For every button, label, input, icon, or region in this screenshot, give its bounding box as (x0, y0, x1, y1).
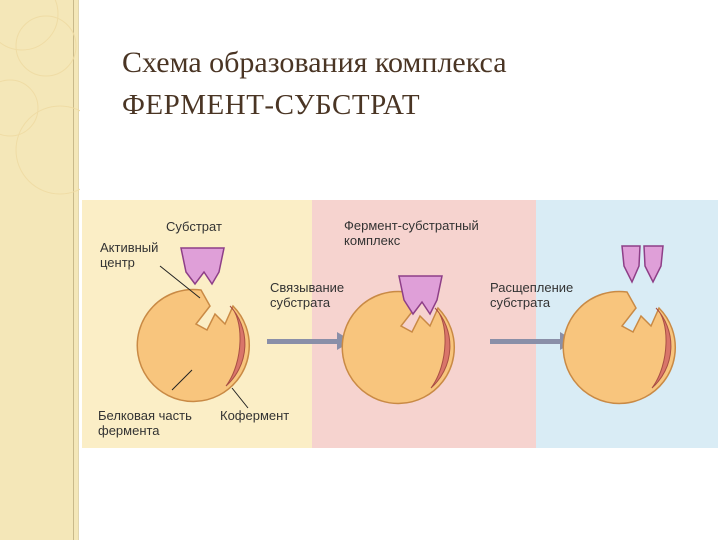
label-complex: Фермент-субстратный комплекс (344, 218, 479, 248)
label-protein-part: Белковая часть фермента (98, 408, 192, 438)
enzyme-substrate-diagram: Субстрат Активный центр Связывание субст… (82, 200, 718, 448)
coenzyme-2 (430, 307, 451, 389)
slide-title: Схема образования комплекса ФЕРМЕНТ-СУБС… (122, 42, 702, 126)
coenzyme-1 (225, 305, 246, 387)
label-substrate: Субстрат (166, 219, 222, 234)
label-active-center: Активный центр (100, 240, 159, 270)
label-binding: Связывание субстрата (270, 280, 345, 310)
active-center-pointer (159, 265, 201, 299)
protein-part-pointer (171, 369, 193, 391)
title-line-2: ФЕРМЕНТ-СУБСТРАТ (122, 89, 421, 121)
enzyme-stage-2 (341, 275, 456, 405)
coenzyme-3 (651, 307, 672, 389)
label-cleavage: Расщепление субстрата (490, 280, 574, 310)
panel-3-bg (536, 200, 718, 448)
enzyme-body-2 (341, 290, 456, 405)
slide-side-band (0, 0, 78, 540)
label-coenzyme: Кофермент (220, 408, 290, 423)
substrate-fragment-right (643, 245, 664, 284)
side-band-border (73, 0, 74, 540)
enzyme-body-3 (562, 290, 677, 405)
enzyme-stage-1 (136, 288, 251, 403)
substrate-2-bound (398, 275, 443, 316)
side-band-border-outer (78, 0, 79, 540)
diagram-graphics (82, 200, 718, 448)
decorative-circles (0, 0, 80, 195)
enzyme-body-1 (136, 288, 251, 403)
title-line-1: Схема образования комплекса (122, 46, 507, 79)
substrate-1 (180, 247, 225, 286)
substrate-fragment-left (621, 245, 641, 284)
enzyme-stage-3 (562, 290, 677, 405)
coenzyme-pointer (231, 387, 249, 409)
